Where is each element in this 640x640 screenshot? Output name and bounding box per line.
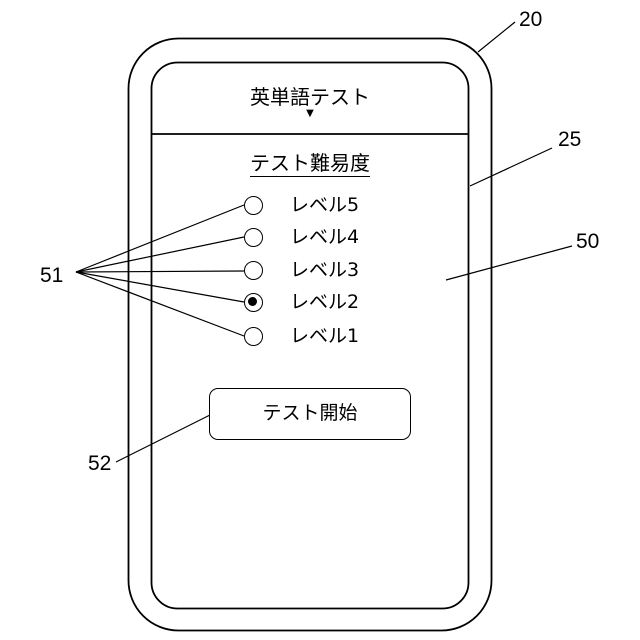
dropdown-arrow-icon[interactable]: ▼ — [152, 107, 468, 121]
radio-option-level2[interactable]: レベル2 — [240, 288, 400, 320]
difficulty-title-text: テスト難易度 — [250, 151, 370, 177]
radio-label: レベル4 — [290, 224, 359, 250]
ref-label-device: 20 — [519, 8, 542, 32]
ref-label-display: 25 — [558, 128, 581, 152]
radio-label: レベル3 — [290, 257, 359, 283]
leader-line-20 — [478, 22, 515, 52]
leader-line-51-a — [76, 205, 244, 272]
radio-label: レベル1 — [290, 323, 359, 349]
radio-button-icon[interactable] — [244, 327, 263, 346]
ref-label-start-button: 52 — [88, 452, 111, 476]
leader-line-51-c — [76, 271, 244, 272]
radio-option-level3[interactable]: レベル3 — [240, 256, 400, 288]
difficulty-title: テスト難易度 — [152, 150, 468, 176]
start-test-button[interactable]: テスト開始 — [209, 388, 411, 440]
radio-option-level1[interactable]: レベル1 — [240, 322, 400, 354]
radio-button-icon[interactable] — [244, 196, 263, 215]
screen-header: 英単語テスト ▼ — [152, 84, 468, 134]
radio-button-icon[interactable] — [244, 261, 263, 280]
ref-label-screen: 50 — [576, 230, 599, 254]
leader-line-51-b — [76, 237, 244, 272]
leader-line-25 — [470, 148, 552, 186]
leader-line-50 — [446, 246, 572, 280]
ref-label-radio-buttons: 51 — [40, 264, 63, 288]
radio-option-level4[interactable]: レベル4 — [240, 223, 400, 255]
radio-label: レベル2 — [290, 289, 359, 315]
radio-button-icon[interactable] — [244, 228, 263, 247]
radio-label: レベル5 — [290, 192, 359, 218]
leader-line-52 — [116, 414, 212, 462]
radio-option-level5[interactable]: レベル5 — [240, 191, 400, 223]
radio-button-selected-icon[interactable] — [244, 293, 263, 312]
leader-line-51-d — [76, 272, 244, 302]
leader-line-51-e — [76, 272, 244, 336]
